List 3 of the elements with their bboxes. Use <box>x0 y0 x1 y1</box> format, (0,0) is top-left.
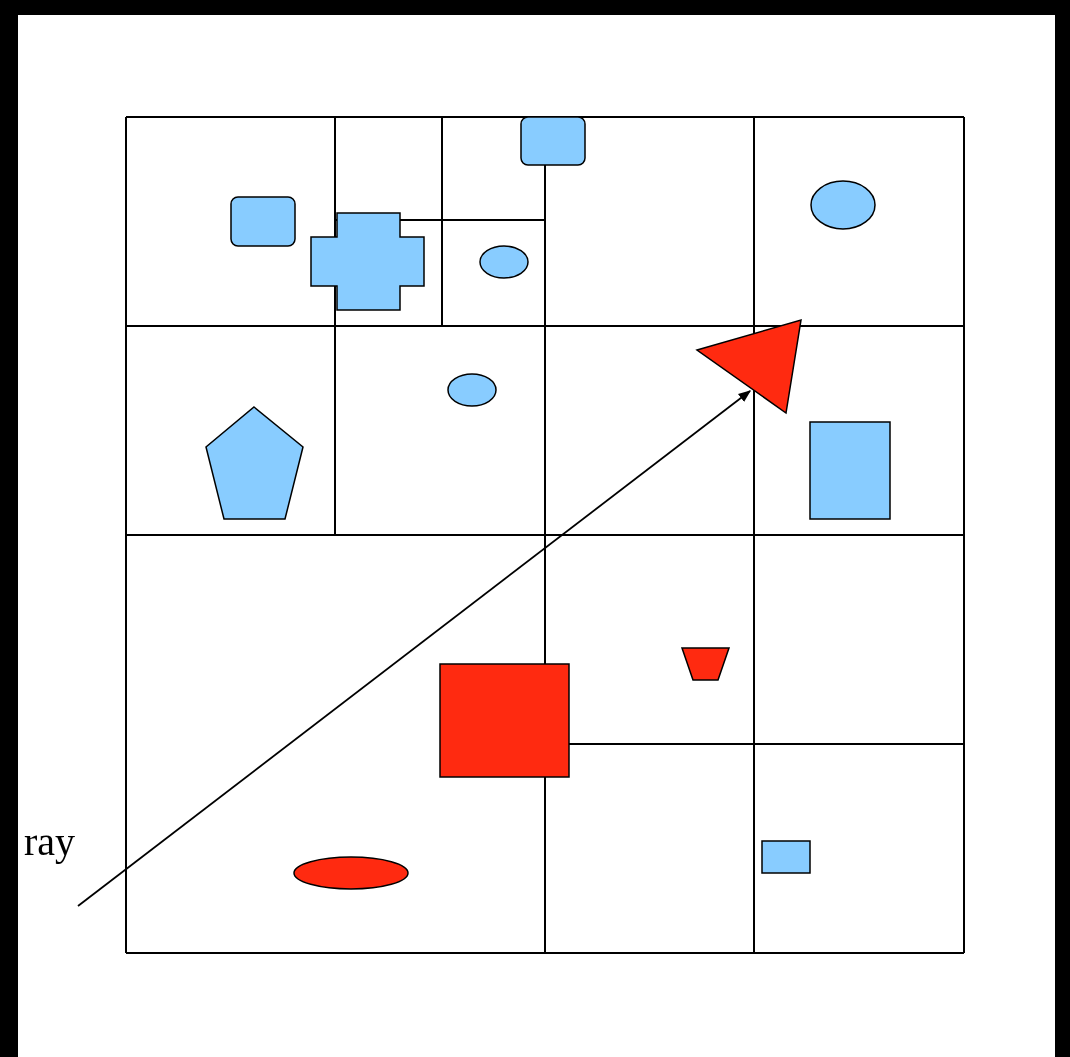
ray-arrow <box>77 390 751 907</box>
triangle <box>695 318 803 415</box>
ray-label: ray <box>24 822 77 862</box>
